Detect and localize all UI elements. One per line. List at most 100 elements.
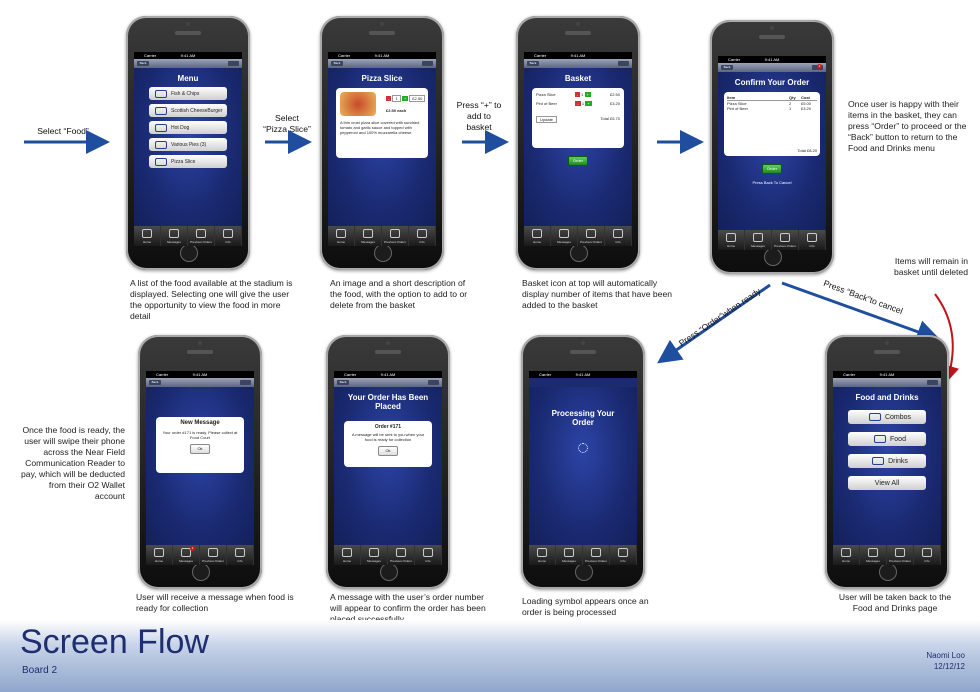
tab-messages[interactable]: Messages — [551, 226, 578, 246]
tab-info[interactable]: Info — [799, 230, 826, 250]
info-icon — [235, 548, 245, 557]
annotation-message: User will receive a message when food is… — [136, 592, 294, 613]
screen-title: Confirm Your Order — [734, 78, 810, 87]
tab-messages[interactable]: Messages — [161, 226, 188, 246]
annotation-pizza: An image and a short description of the … — [330, 278, 468, 310]
back-button[interactable]: Back — [527, 61, 539, 66]
hotdog-icon — [155, 123, 167, 132]
info-icon — [423, 548, 433, 557]
tab-info[interactable]: Info — [227, 545, 254, 565]
menu-item[interactable]: Hot Dog — [149, 121, 227, 134]
tab-home[interactable]: Home — [718, 230, 745, 250]
tab-messages[interactable]: Messages — [355, 226, 382, 246]
home-button[interactable] — [575, 563, 593, 581]
price: £2.50 each — [386, 108, 407, 113]
category-button[interactable]: Drinks — [848, 454, 926, 468]
tab-home[interactable]: Home — [334, 545, 361, 565]
page-subtitle: Board 2 — [22, 665, 58, 676]
author-date: 12/12/12 — [933, 662, 965, 671]
home-button[interactable] — [879, 563, 897, 581]
tab-info[interactable]: Info — [215, 226, 242, 246]
tab-messages[interactable]: Messages — [860, 545, 887, 565]
basket-icon[interactable] — [422, 61, 433, 66]
back-button[interactable]: Back — [721, 65, 733, 70]
tab-info[interactable]: Info — [415, 545, 442, 565]
tab-home[interactable]: Home — [146, 545, 173, 565]
back-button[interactable]: Back — [331, 61, 343, 66]
home-button[interactable] — [764, 248, 782, 266]
page-title: Screen Flow — [20, 623, 209, 661]
burger-icon — [155, 106, 167, 115]
basket-icon[interactable] — [428, 380, 439, 385]
qty-controls[interactable]: - 1 + £2.50 — [386, 95, 426, 102]
arrow-order — [657, 283, 771, 364]
order-button[interactable]: Order — [568, 156, 588, 166]
tab-previous-orders[interactable]: Previous Orders — [887, 545, 914, 565]
tab-info[interactable]: Info — [610, 545, 637, 565]
order-button[interactable]: Order — [762, 164, 782, 174]
tab-previous-orders[interactable]: Previous Orders — [388, 545, 415, 565]
category-button[interactable]: View All — [848, 476, 926, 490]
home-icon — [154, 548, 164, 557]
info-icon — [417, 229, 427, 238]
tab-messages[interactable]: Messages — [361, 545, 388, 565]
menu-item[interactable]: Various Pies (3) — [149, 138, 227, 151]
tab-info[interactable]: Info — [409, 226, 436, 246]
arrow-red — [934, 293, 960, 382]
annotation-confirm: Once user is happy with their items in t… — [848, 99, 967, 153]
home-button[interactable] — [180, 244, 198, 262]
basket-icon[interactable] — [927, 380, 938, 385]
home-button[interactable] — [380, 563, 398, 581]
tab-home[interactable]: Home — [134, 226, 161, 246]
screen-title: Food and Drinks — [855, 393, 919, 402]
home-button[interactable] — [570, 244, 588, 262]
menu-item[interactable]: Fish & Chips — [149, 87, 227, 100]
menu-item[interactable]: Pizza Slice — [149, 155, 227, 168]
home-icon — [336, 229, 346, 238]
tab-previous-orders[interactable]: Previous Orders — [578, 226, 605, 246]
category-button[interactable]: Combos — [848, 410, 926, 424]
back-button[interactable]: Back — [137, 61, 149, 66]
category-button[interactable]: Food — [848, 432, 926, 446]
basket-icon[interactable] — [240, 380, 251, 385]
back-button[interactable]: Back — [337, 380, 349, 385]
home-icon — [726, 233, 736, 242]
home-button[interactable] — [374, 244, 392, 262]
menu-item[interactable]: Scottish CheeseBurger — [149, 104, 227, 117]
cancel-hint: Press Back To Cancel — [752, 180, 792, 185]
home-icon — [841, 548, 851, 557]
tab-home[interactable]: Home — [833, 545, 860, 565]
tab-info[interactable]: Info — [605, 226, 632, 246]
back-button[interactable]: Back — [149, 380, 161, 385]
ok-button[interactable]: Ok — [378, 446, 398, 456]
tab-previous-orders[interactable]: Previous Orders — [583, 545, 610, 565]
home-icon — [342, 548, 352, 557]
annotation-placed: A message with the user’s order number w… — [330, 592, 486, 624]
tab-previous-orders[interactable]: Previous Orders — [382, 226, 409, 246]
basket-icon[interactable]: 3 — [812, 64, 823, 70]
ok-button[interactable]: Ok — [190, 444, 210, 454]
tab-previous-orders[interactable]: Previous Orders — [772, 230, 799, 250]
home-button[interactable] — [192, 563, 210, 581]
basket-icon[interactable] — [618, 61, 629, 66]
info-icon — [922, 548, 932, 557]
tab-home[interactable]: Home — [524, 226, 551, 246]
screen-title: Basket — [564, 74, 592, 83]
tab-info[interactable]: Info — [914, 545, 941, 565]
update-button[interactable]: Update — [536, 116, 557, 123]
tab-previous-orders[interactable]: Previous Orders — [188, 226, 215, 246]
basket-icon[interactable] — [228, 61, 239, 66]
tab-messages[interactable]: Messages — [745, 230, 772, 250]
tab-previous-orders[interactable]: Previous Orders — [200, 545, 227, 565]
tab-home[interactable]: Home — [328, 226, 355, 246]
tab-messages[interactable]: Messages — [556, 545, 583, 565]
tab-home[interactable]: Home — [529, 545, 556, 565]
